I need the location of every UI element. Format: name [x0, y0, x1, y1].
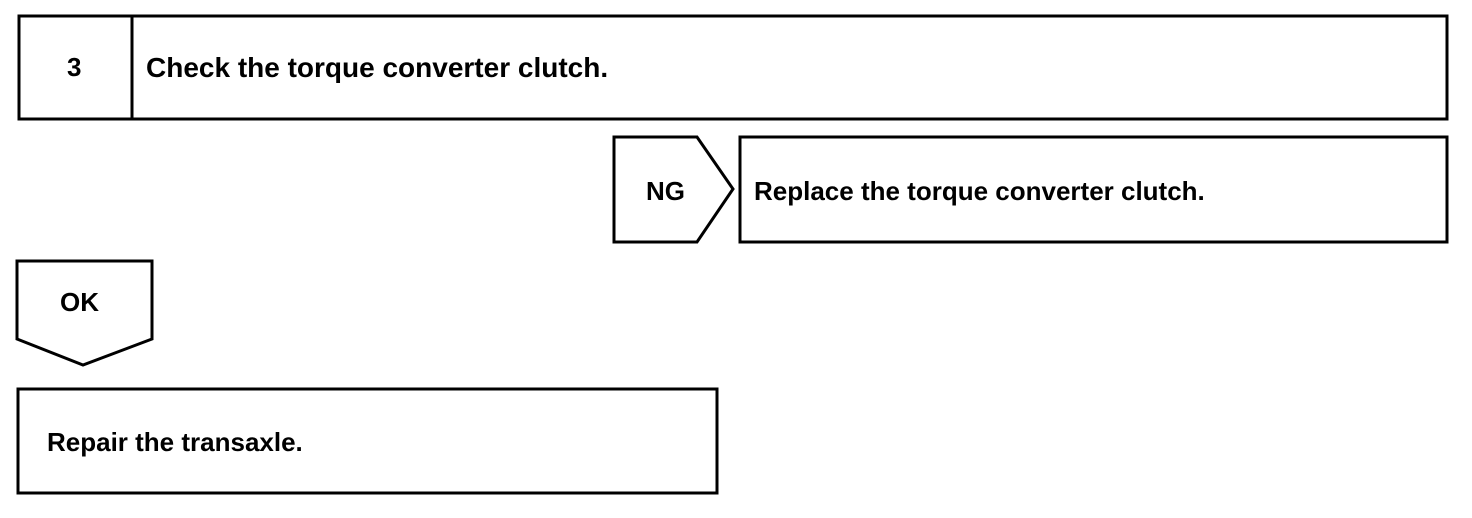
ng-action-box [738, 135, 1449, 244]
ng-action-text: Replace the torque converter clutch. [754, 176, 1205, 206]
ok-label: OK [60, 287, 99, 317]
step-title: Check the torque converter clutch. [146, 52, 609, 83]
ng-arrow-shape [612, 135, 735, 244]
ok-action-text: Repair the transaxle. [47, 427, 303, 457]
ok-action-box [16, 387, 719, 495]
ok-arrow-shape [15, 259, 154, 367]
step-box [17, 14, 1449, 121]
step-number: 3 [67, 52, 82, 82]
ng-label: NG [646, 176, 685, 206]
